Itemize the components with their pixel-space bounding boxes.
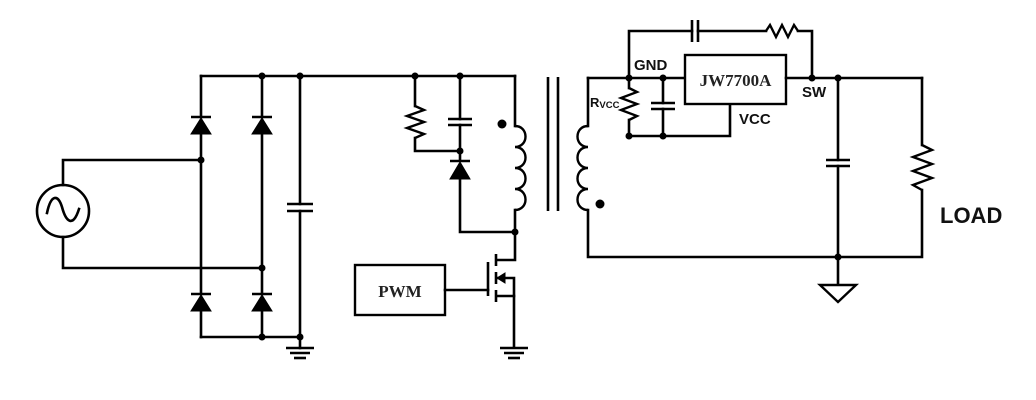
ic-label: JW7700A xyxy=(700,71,773,90)
sw-pin-label: SW xyxy=(802,84,827,101)
snubber-diode xyxy=(449,159,517,234)
ac-source xyxy=(35,158,264,270)
gnd-pin-label: GND xyxy=(634,57,668,74)
rcd-snubber xyxy=(403,72,517,234)
load-label: LOAD xyxy=(940,203,1002,228)
primary-winding xyxy=(497,74,527,234)
polarity-dot xyxy=(497,119,507,129)
junction-dot xyxy=(659,132,667,140)
diode-d2 xyxy=(251,115,273,135)
transformer xyxy=(497,74,840,259)
junction-dot xyxy=(456,147,464,155)
load-resistor xyxy=(836,76,936,259)
primary-mosfet xyxy=(486,230,517,349)
sr-controller-circuit: RVCC JW7700A GND SW VCC xyxy=(586,20,924,140)
polarity-dot xyxy=(595,199,605,209)
junction-dot xyxy=(197,156,205,164)
rvcc-resistor xyxy=(617,76,641,138)
bulk-capacitor xyxy=(287,72,313,341)
bridge-rectifier xyxy=(190,72,417,341)
junction-dot xyxy=(296,72,304,80)
snubber-resistor xyxy=(403,74,462,153)
junction-dot xyxy=(258,264,266,272)
pwm-box xyxy=(353,263,447,317)
junction-dot xyxy=(808,74,816,82)
ground-icon xyxy=(500,346,528,360)
secondary-winding xyxy=(576,76,840,259)
sine-wave-icon xyxy=(45,196,81,223)
junction-dot xyxy=(625,132,633,140)
ground-icon xyxy=(816,255,860,304)
ground-icon xyxy=(286,335,314,360)
snubber-capacitor xyxy=(448,74,472,162)
vcc-capacitor xyxy=(651,76,675,138)
junction-dot xyxy=(258,72,266,80)
rc-feedback xyxy=(627,20,814,80)
diode-d3 xyxy=(190,292,212,312)
ac-source-circle xyxy=(35,183,91,239)
output-capacitor xyxy=(826,76,850,259)
pwm-controller: PWM xyxy=(353,263,490,317)
jw7700a-ic xyxy=(683,53,788,106)
transformer-core xyxy=(546,77,560,211)
rvcc-label: RVCC xyxy=(590,95,620,111)
diode-d4 xyxy=(251,292,273,312)
pwm-label: PWM xyxy=(378,282,421,301)
diode-d1 xyxy=(190,115,212,135)
junction-dot xyxy=(258,333,266,341)
vcc-pin-label: VCC xyxy=(739,111,771,128)
